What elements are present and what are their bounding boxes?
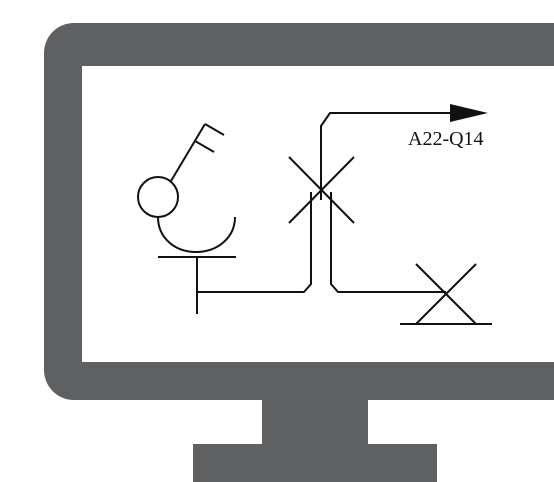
microscope-stage-arc xyxy=(157,216,236,253)
pipe-right-branch xyxy=(330,192,446,293)
monitor-neck xyxy=(262,400,368,450)
microscope-prong-1 xyxy=(204,123,225,136)
crossed-lines-symbol xyxy=(288,156,355,224)
monitor-stand xyxy=(193,400,437,482)
cross-line-b xyxy=(288,156,355,224)
valve-cross-b xyxy=(415,263,477,325)
schematic-diagram xyxy=(137,104,492,325)
pipe-outlet xyxy=(320,112,452,200)
microscope-arm xyxy=(170,123,206,182)
monitor-screen xyxy=(82,66,554,362)
valve-symbol xyxy=(400,263,492,325)
pipe-left-branch xyxy=(197,192,312,293)
microscope-prong-2 xyxy=(194,140,215,153)
pipe-lines xyxy=(197,112,452,293)
output-label: A22-Q14 xyxy=(408,128,484,150)
arrow-icon xyxy=(450,104,488,122)
monitor-base xyxy=(193,444,437,482)
microscope-icon xyxy=(137,123,236,314)
